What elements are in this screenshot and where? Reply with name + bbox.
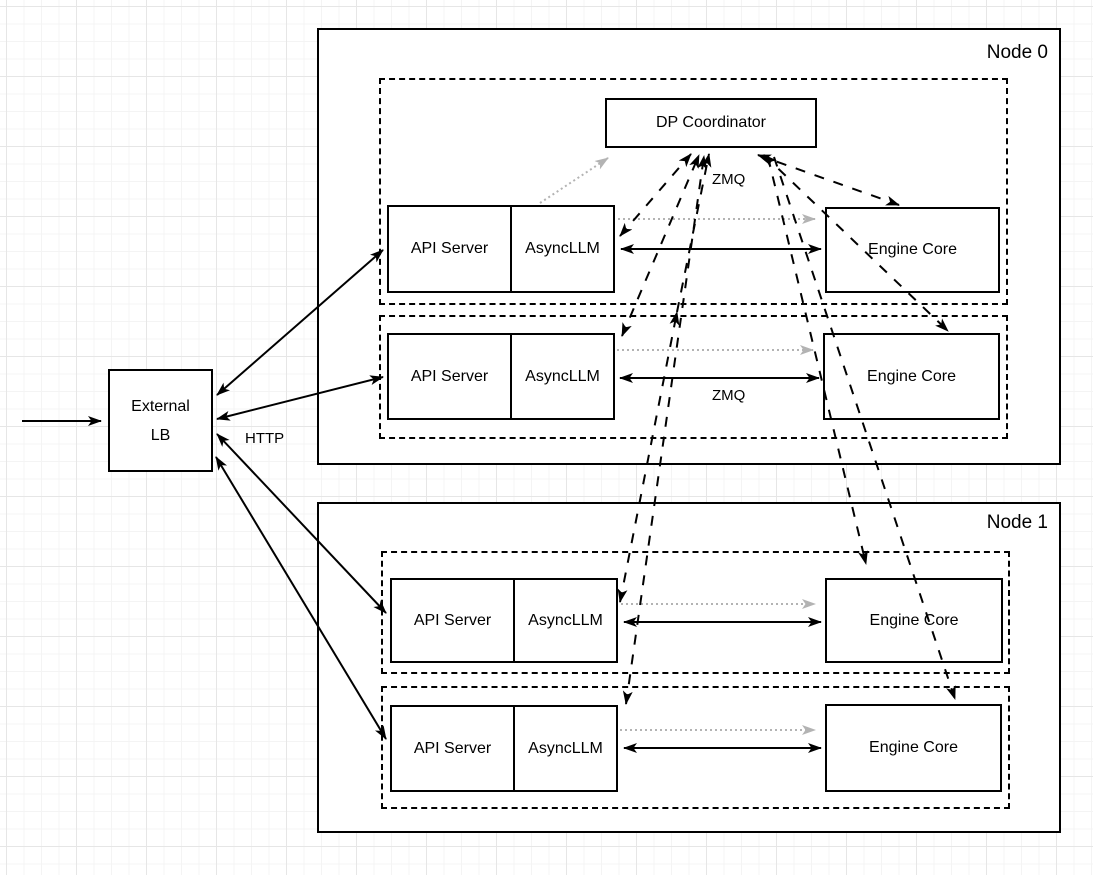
node1-replica1-engine-core-box: Engine Core [825,704,1002,792]
api-server-box: API Server [389,335,512,418]
external-lb-label-line2: LB [150,426,171,444]
dashed-coordinator-async-node1-row0-lower [617,311,680,603]
dashed-coordinator-async-node0-row1 [621,154,700,337]
dashed-coordinator-engine-node0-row1 [763,154,949,332]
dashed-coordinator-engine-node1-row1 [773,156,956,700]
api-server-box: API Server [389,207,512,291]
node1-replica1-api-async-box: API Server AsyncLLM [390,705,618,792]
engine-core-label: Engine Core [867,367,956,385]
zmq-coordinator-label: ZMQ [712,171,746,188]
dashed-coordinator-engine-node0-row0 [757,154,900,206]
dp-coordinator-label: DP Coordinator [656,114,766,131]
node1-label: Node 1 [986,512,1048,533]
node0-replica1-api-async-box: API Server AsyncLLM [387,333,615,420]
arrow-lb-node0-api0 [216,249,384,396]
node0-replica0-api-async-box: API Server AsyncLLM [387,205,615,293]
dashed-coordinator-async-node1-row0-upper [676,153,712,313]
arrow-lb-node1-api1 [215,456,387,740]
dashed-coordinator-engine-node1-row0 [767,156,868,565]
async-llm-box: AsyncLLM [528,611,603,629]
zmq-row-label: ZMQ [712,387,746,404]
external-lb-label-line1: External [131,397,190,415]
async-llm-box: AsyncLLM [525,240,600,257]
dashed-coordinator-async-node0-row0 [619,153,692,237]
async-llm-box: AsyncLLM [528,739,603,757]
node1-replica0-engine-core-box: Engine Core [825,578,1003,663]
engine-core-label: Engine Core [869,611,959,629]
node0-label: Node 0 [986,42,1048,63]
dotted-async-to-coordinator [539,157,609,204]
external-lb-box: External LB [108,369,213,472]
arrow-lb-node0-api1 [216,375,384,421]
async-llm-box: AsyncLLM [525,367,600,385]
node0-replica1-engine-core-box: Engine Core [823,333,1000,420]
api-server-box: API Server [392,580,515,661]
dashed-coordinator-async-node1-row1 [622,155,708,705]
arrow-lb-node1-api0 [216,433,387,614]
engine-core-label: Engine Core [869,739,958,756]
dp-coordinator-box: DP Coordinator [605,98,817,148]
node1-replica0-api-async-box: API Server AsyncLLM [390,578,618,663]
api-server-box: API Server [392,707,515,790]
http-label: HTTP [245,430,285,447]
